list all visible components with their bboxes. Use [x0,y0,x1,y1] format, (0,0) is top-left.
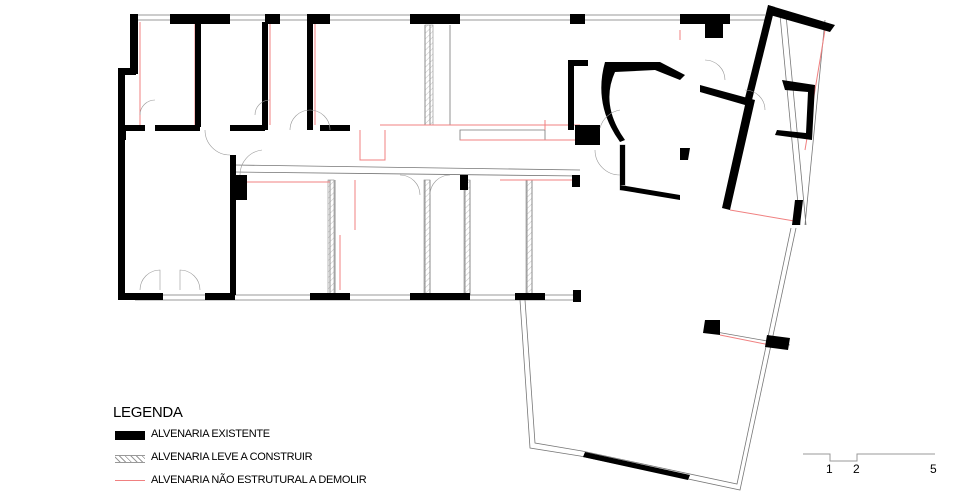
legend-title: LEGENDA [113,404,183,421]
scale-label-2: 2 [853,462,860,476]
scale-label-5: 5 [930,462,937,476]
legend-item-demolish: ALVENARIA NÃO ESTRUTURAL A DEMOLIR [113,474,373,488]
red-line-swatch-icon [115,480,145,481]
legend-label: ALVENARIA EXISTENTE [151,428,270,440]
scale-bar [803,453,935,462]
hatched-wall-swatch-icon [115,455,145,463]
legend-item-new: ALVENARIA LEVE A CONSTRUIR [113,451,373,465]
legend: LEGENDA ALVENARIA EXISTENTE ALVENARIA LE… [113,404,367,486]
legend-label: ALVENARIA NÃO ESTRUTURAL A DEMOLIR [151,474,367,486]
door-swings [139,59,766,291]
scale-label-1: 1 [826,462,833,476]
solid-wall-swatch-icon [115,431,145,440]
legend-label: ALVENARIA LEVE A CONSTRUIR [151,451,313,463]
existing-walls [118,5,835,480]
legend-item-existing: ALVENARIA EXISTENTE [113,428,373,442]
